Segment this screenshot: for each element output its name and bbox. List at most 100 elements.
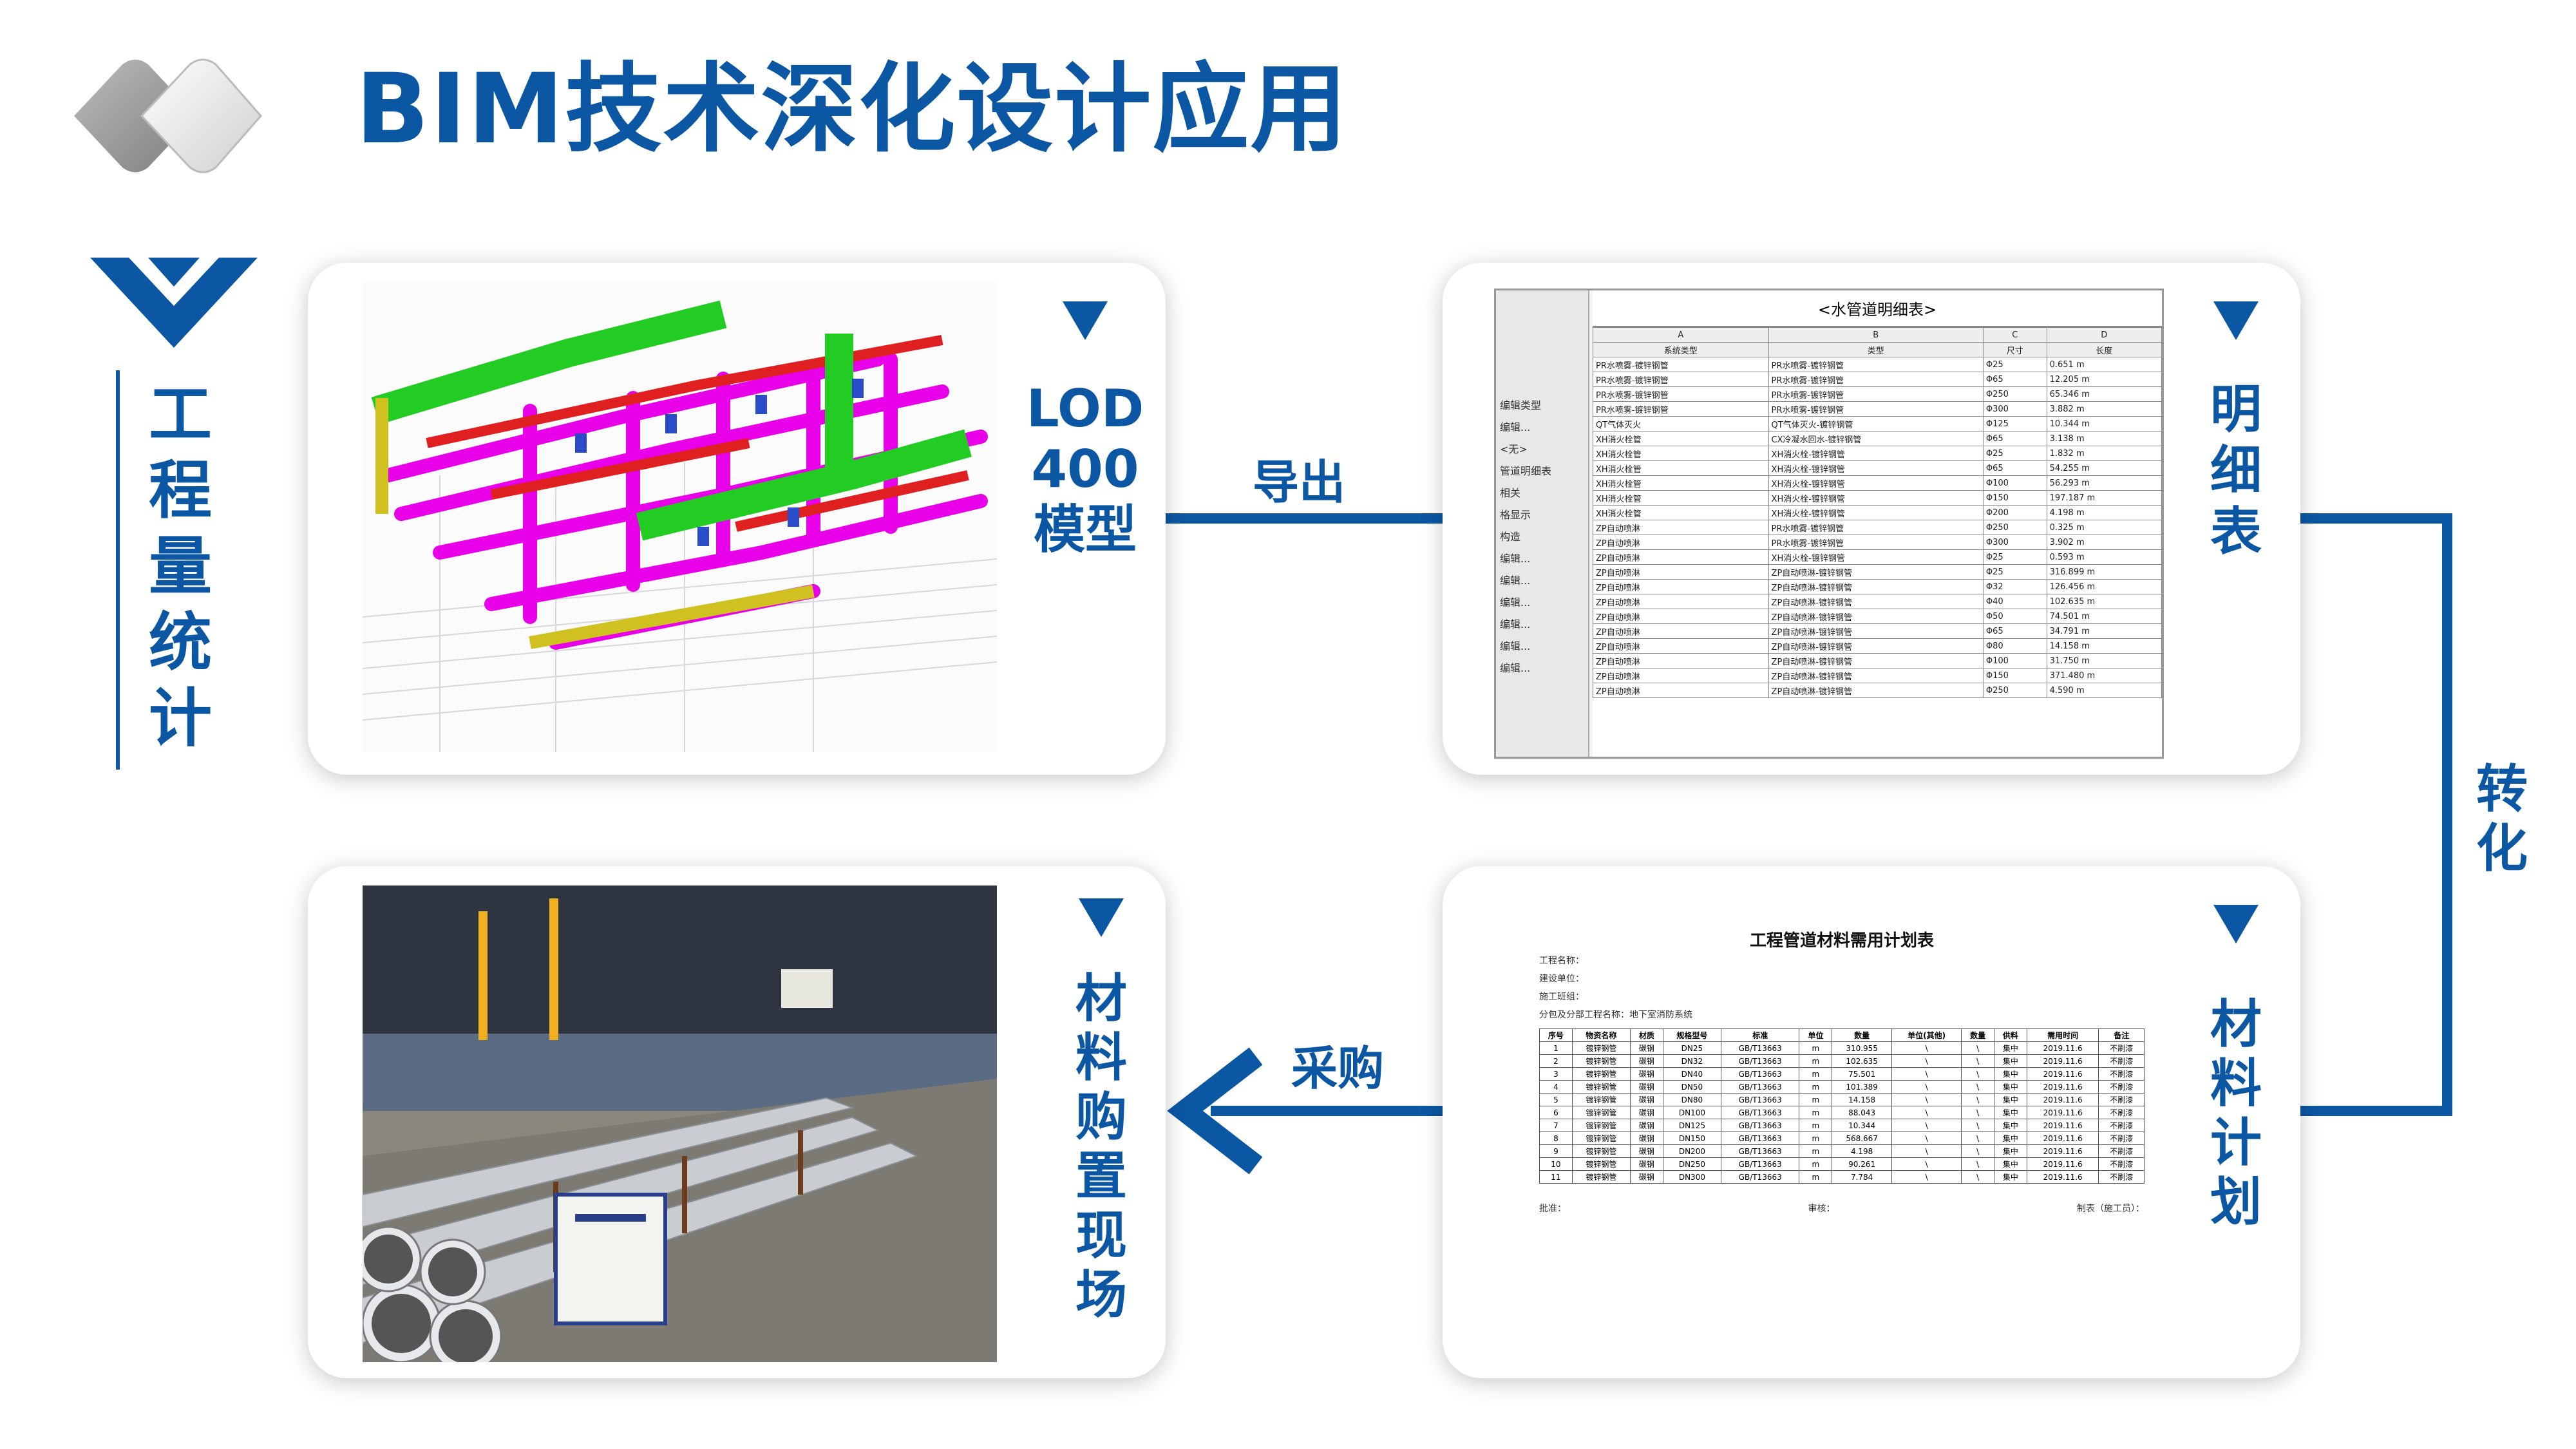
table-cell: \ [1961,1067,1994,1081]
triangle-down-icon [1063,301,1108,340]
table-cell: Φ300 [1982,535,2047,550]
table-cell: 1.832 m [2046,446,2162,461]
table-cell: ZP自动喷淋-镀锌钢管 [1768,609,1984,624]
table-cell: 1 [1539,1041,1573,1055]
panel-item: 编辑... [1500,618,1531,630]
table-cell: 101.389 [1832,1080,1893,1094]
page-title: BIM技术深化设计应用 [355,53,1349,166]
table-cell: 7.784 [1832,1170,1893,1184]
table-cell: Φ25 [1982,446,2047,461]
table-cell: \ [1961,1157,1994,1171]
bim-model-image [363,282,997,752]
plan-document: 工程管道材料需用计划表 工程名称：建设单位：施工班组：分包及分部工程名称：地下室… [1494,902,2190,1356]
table-cell: 2019.11.6 [2026,1132,2099,1145]
table-cell: QT气体灭火-镀锌钢管 [1768,416,1984,431]
table-cell: QT气体灭火 [1593,416,1769,431]
table-cell: 2019.11.6 [2026,1067,2099,1081]
table-cell: 34.791 m [2046,623,2162,639]
table-cell: 2019.11.6 [2026,1106,2099,1119]
column-header: 需用时间 [2026,1028,2099,1042]
table-cell: 镀锌钢管 [1571,1132,1631,1145]
table-cell: m [1799,1144,1833,1158]
column-header: 备注 [2098,1028,2145,1042]
table-cell: \ [1961,1093,1994,1106]
table-cell: 4 [1539,1080,1573,1094]
panel-item: 相关 [1500,487,1521,499]
table-cell: XH消火栓-镀锌钢管 [1768,505,1984,520]
table-cell: m [1799,1157,1833,1171]
table-cell: 集中 [1994,1093,2027,1106]
table-cell: 碳钢 [1630,1080,1663,1094]
table-cell: PR水喷雾-镀锌钢管 [1593,357,1769,372]
table-cell: ZP自动喷淋 [1593,668,1769,683]
schedule-card: 编辑类型编辑...<无>管道明细表相关格显示构造编辑...编辑...编辑...编… [1443,263,2300,775]
table-cell: m [1799,1041,1833,1055]
table-cell: 集中 [1994,1041,2027,1055]
convert-label: 转化 [2476,759,2528,878]
table-cell: Φ65 [1982,431,2047,446]
column-letter: B [1768,327,1984,343]
table-cell: m [1799,1132,1833,1145]
table-cell: m [1799,1170,1833,1184]
table-cell: DN32 [1662,1054,1722,1068]
procurement-card: 材料购置现场 [308,866,1166,1378]
table-cell: \ [1961,1132,1994,1145]
model-label: LOD 400 模型 [1026,379,1144,560]
panel-item: 编辑... [1500,640,1531,652]
table-cell: \ [1891,1119,1962,1132]
table-cell: 镀锌钢管 [1571,1080,1631,1094]
panel-item: 编辑... [1500,574,1531,587]
plan-meta: 分包及分部工程名称：地下室消防系统 [1539,1010,1692,1020]
table-cell: 197.187 m [2046,490,2162,506]
table-cell: XH消火栓-镀锌钢管 [1768,490,1984,506]
table-cell: 75.501 [1832,1067,1893,1081]
table-cell: m [1799,1067,1833,1081]
table-cell: 2 [1539,1054,1573,1068]
column-letter: C [1982,327,2047,343]
table-row: 系统类型类型尺寸长度 [1593,342,2162,357]
table-cell: 310.955 [1832,1041,1893,1055]
column-header: 数量 [1961,1028,1994,1042]
procurement-label: 材料购置现场 [1075,969,1127,1325]
column-letter: A [1593,327,1769,343]
table-cell: ZP自动喷淋 [1593,579,1769,594]
table-cell: 371.480 m [2046,668,2162,683]
table-cell: 不刷漆 [2098,1080,2145,1094]
table-cell: ZP自动喷淋-镀锌钢管 [1768,653,1984,668]
table-cell: 不刷漆 [2098,1067,2145,1081]
table-cell: Φ125 [1982,416,2047,431]
table-cell: GB/T13663 [1720,1157,1800,1171]
table-cell: 碳钢 [1630,1067,1663,1081]
table-cell: DN150 [1662,1132,1722,1145]
table-cell: 10 [1539,1157,1573,1171]
table-cell: m [1799,1080,1833,1094]
table-cell: \ [1961,1041,1994,1055]
table-cell: 碳钢 [1630,1157,1663,1171]
table-cell: 88.043 [1832,1106,1893,1119]
table-cell: XH消火栓管 [1593,475,1769,491]
table-cell: 56.293 m [2046,475,2162,491]
panel-item: 编辑... [1500,421,1531,433]
panel-item: 构造 [1500,531,1521,543]
table-cell: 镀锌钢管 [1571,1144,1631,1158]
plan-footer-item: 审核： [1808,1204,1835,1214]
table-cell: 镀锌钢管 [1571,1093,1631,1106]
table-cell: ZP自动喷淋-镀锌钢管 [1768,579,1984,594]
table-cell: 碳钢 [1630,1093,1663,1106]
panel-item: 编辑... [1500,662,1531,674]
table-cell: ZP自动喷淋-镀锌钢管 [1768,668,1984,683]
table-cell: XH消火栓管 [1593,505,1769,520]
table-cell: 4.590 m [2046,683,2162,698]
table-cell: 集中 [1994,1157,2027,1171]
table-cell: GB/T13663 [1720,1132,1800,1145]
